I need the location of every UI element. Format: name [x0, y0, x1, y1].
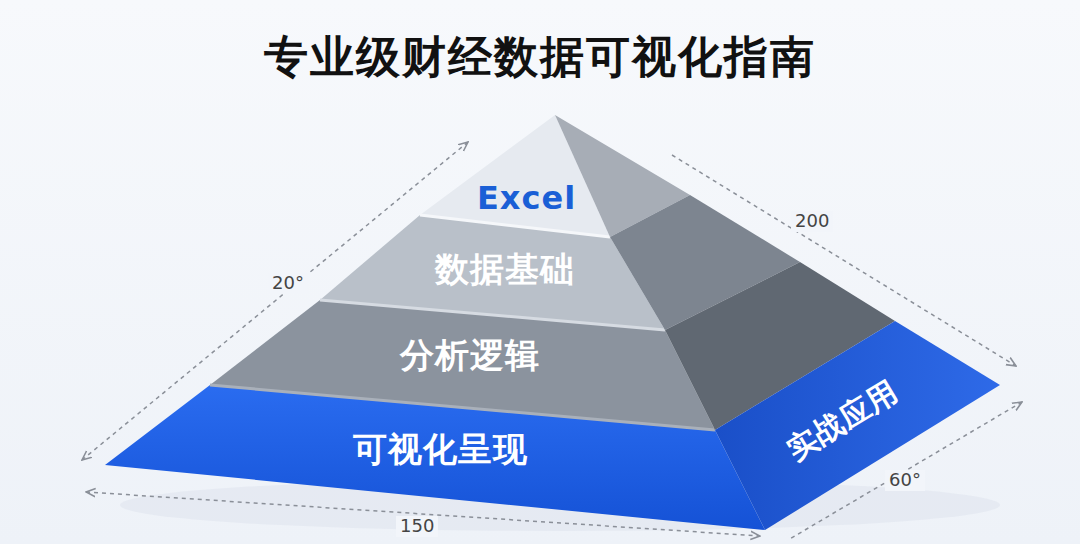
band-edge: [210, 385, 715, 430]
pyramid-band: 可视化呈现: [347, 425, 534, 475]
dimension-label: 150: [396, 516, 438, 537]
band-edge: [420, 215, 610, 237]
pyramid-band: Excel: [471, 177, 582, 219]
band-label: Excel: [477, 179, 576, 217]
dimension-label: 200: [791, 211, 833, 232]
dimension-line: [672, 155, 1016, 366]
band-label: 分析逻辑: [400, 333, 540, 379]
band-label: 可视化呈现: [353, 427, 528, 473]
dimension-label: 20°: [268, 273, 308, 294]
pyramid-band: 数据基础: [429, 245, 581, 295]
side-band: [715, 321, 1000, 530]
title: 专业级财经数据可视化指南: [264, 32, 816, 83]
dimension-line: [86, 492, 760, 536]
dimension-label: 60°: [885, 470, 925, 491]
band-label: 数据基础: [435, 247, 575, 293]
pyramid-band: 分析逻辑: [394, 331, 546, 381]
band-edge: [320, 300, 665, 330]
front-band: [105, 385, 765, 530]
dimension-line: [82, 142, 468, 460]
